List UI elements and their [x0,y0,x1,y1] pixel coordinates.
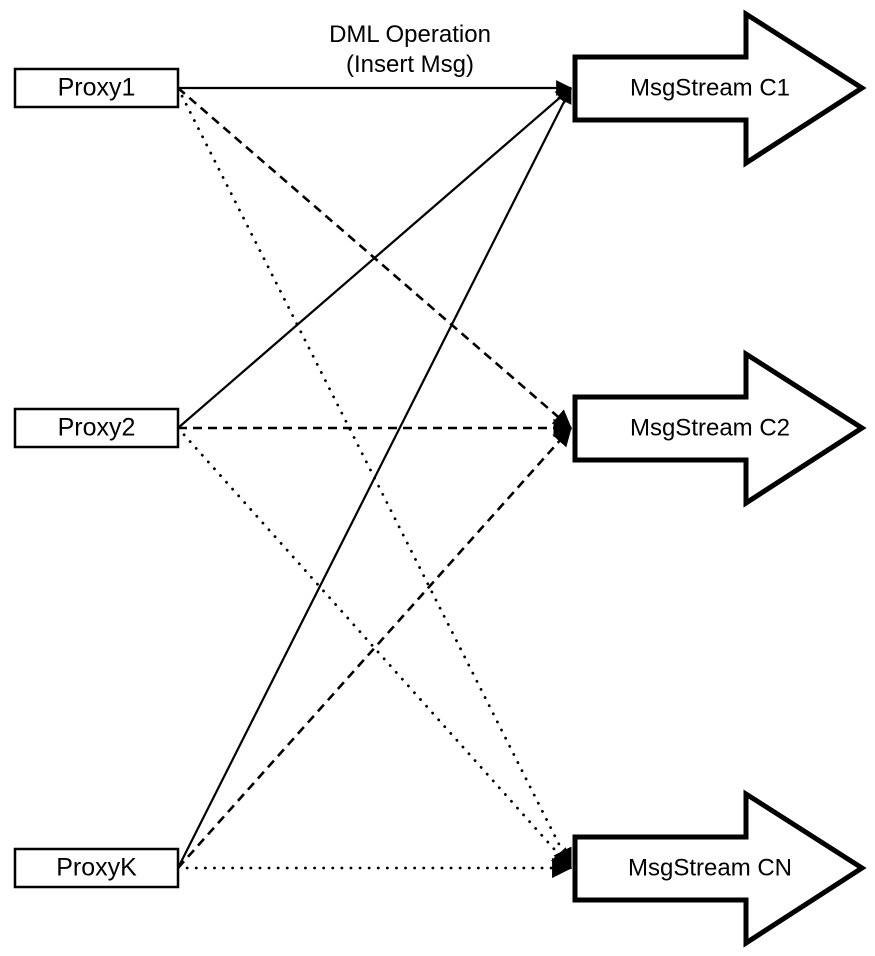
proxy-node-proxy2[interactable]: Proxy2 [13,407,180,449]
proxy-box [13,847,180,889]
stream-arrow-shape [572,9,867,168]
stream-label: MsgStream C2 [630,414,790,441]
proxy-box [13,67,180,109]
edges-layer [176,80,573,879]
proxy-node-proxyk[interactable]: ProxyK [13,847,180,889]
stream-stream_c2[interactable]: MsgStream C2 [572,349,867,508]
proxy-node-proxy1[interactable]: Proxy1 [13,67,180,109]
proxy-label: Proxy1 [58,74,136,102]
edge-caption-line-2: (Insert Msg) [346,51,474,78]
stream-arrow-shape [572,789,867,948]
stream-label: MsgStream CN [628,854,792,881]
proxy-label: Proxy2 [58,414,136,442]
proxy-label: ProxyK [56,854,137,882]
stream-label: MsgStream C1 [630,74,790,101]
streams-layer: MsgStream C1 MsgStream C2 MsgStream CN [572,9,867,948]
edge-caption-line-1: DML Operation [329,21,491,48]
stream-arrow-shape [572,349,867,508]
proxy-box [13,407,180,449]
edge-p2-cn [176,426,573,870]
edge-pk-c2 [177,427,572,869]
edge-pk-c1 [177,87,572,869]
stream-stream_c1[interactable]: MsgStream C1 [572,9,867,168]
edge-p2-c1 [177,87,572,429]
stream-stream_cn[interactable]: MsgStream CN [572,789,867,948]
